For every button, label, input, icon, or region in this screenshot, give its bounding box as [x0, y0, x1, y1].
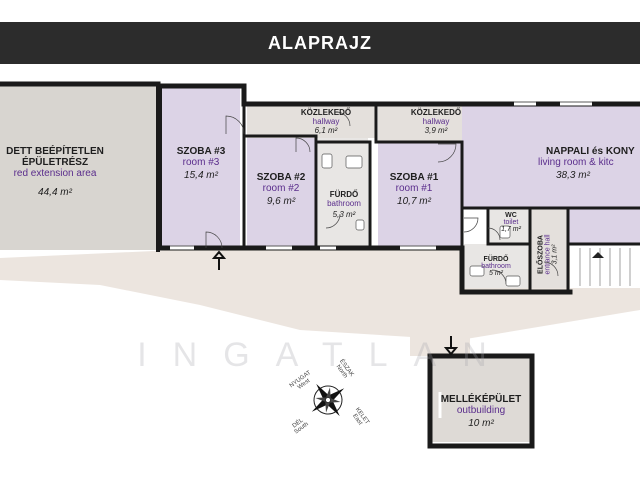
label-extension-area: 44,4 m²: [38, 187, 72, 198]
wc-floor: [490, 208, 530, 244]
living-room-floor: [462, 106, 640, 208]
label-bath-1-en: bathroom: [327, 199, 361, 208]
label-extension-hu-2: ÉPÜLETRÉSZ: [21, 157, 89, 168]
label-room-3-en: room #3: [182, 157, 220, 168]
label-bath-2: FÜRDŐ bathroom 5 m²: [466, 256, 526, 277]
label-room-2: SZOBA #2 room #2 9,6 m²: [248, 172, 314, 207]
label-entrance-hu: ELŐSZOBA: [537, 235, 545, 274]
label-wc-area: 1,7 m²: [501, 226, 521, 233]
label-hallway-2-hu: KÖZLEKEDŐ: [410, 108, 462, 117]
label-room-1-area: 10,7 m²: [397, 196, 431, 207]
label-room-3-hu: SZOBA #3: [176, 146, 226, 157]
label-extension-hu-1: DETT BEÉPÍTETLEN: [6, 146, 104, 157]
label-living-room: NAPPALI és KONY living room & kitc 38,3 …: [538, 146, 640, 181]
room-2-floor: [247, 138, 315, 246]
label-living-room-en: living room & kitc: [538, 157, 614, 168]
label-wc-en: toilet: [503, 219, 519, 226]
label-bath-1-area: 5,3 m²: [332, 210, 356, 219]
hallway-1-floor: [247, 106, 377, 138]
label-living-room-hu: NAPPALI és KONY: [546, 146, 635, 157]
label-outbuilding-area: 10 m²: [468, 418, 494, 429]
label-hallway-2-en: hallway: [422, 117, 450, 126]
label-outbuilding-hu: MELLÉKÉPÜLET: [440, 394, 522, 405]
label-entrance-area: 3,1 m²: [551, 244, 559, 265]
outbuilding-floor: [432, 358, 530, 442]
hallway-2-floor: [378, 106, 478, 142]
compass-rose: [311, 383, 345, 417]
label-room-1-hu: SZOBA #1: [389, 172, 439, 183]
label-room-3: SZOBA #3 room #3 15,4 m²: [166, 146, 236, 181]
label-entrance: ELŐSZOBA entrance hall 3,1 m²: [538, 215, 559, 295]
label-room-1-en: room #1: [395, 183, 433, 194]
stairs-arrow: [592, 252, 604, 258]
page-title: ALAPRAJZ: [267, 33, 372, 53]
label-wc: WC toilet 1,7 m²: [494, 212, 528, 233]
label-bath-2-hu: FÜRDŐ: [483, 256, 509, 263]
label-extension: DETT BEÉPÍTETLEN ÉPÜLETRÉSZ red extensio…: [0, 146, 130, 198]
label-outbuilding-en: outbuilding: [456, 405, 506, 416]
label-hallway-1-en: hallway: [312, 117, 340, 126]
label-room-2-area: 9,6 m²: [266, 196, 296, 207]
label-room-1: SZOBA #1 room #1 10,7 m²: [378, 172, 450, 207]
label-hallway-2: KÖZLEKEDŐ hallway 3,9 m²: [404, 108, 468, 135]
label-bath-1-hu: FÜRDŐ: [329, 190, 359, 199]
label-hallway-1-hu: KÖZLEKEDŐ: [300, 108, 352, 117]
stairs: [570, 244, 640, 288]
label-bath-1: FÜRDŐ bathroom 5,3 m²: [316, 190, 372, 219]
entry-arrow-house: [211, 250, 227, 270]
label-hallway-1-area: 6,1 m²: [314, 126, 338, 135]
entry-arrow-outbuilding: [443, 336, 459, 356]
title-banner: [0, 22, 640, 64]
label-room-3-area: 15,4 m²: [184, 170, 218, 181]
extension-area: [0, 86, 158, 250]
label-bath-2-area: 5 m²: [489, 270, 503, 277]
label-wc-hu: WC: [505, 212, 517, 219]
label-hallway-1: KÖZLEKEDŐ hallway 6,1 m²: [296, 108, 356, 135]
label-hallway-2-area: 3,9 m²: [424, 126, 448, 135]
label-room-2-en: room #2: [262, 183, 300, 194]
label-bath-2-en: bathroom: [481, 263, 511, 270]
label-entrance-en: entrance hall: [544, 234, 552, 275]
entrance-floor: [530, 208, 568, 288]
label-outbuilding: MELLÉKÉPÜLET outbuilding 10 m²: [432, 394, 530, 429]
label-living-room-area: 38,3 m²: [556, 170, 590, 181]
label-room-2-hu: SZOBA #2: [256, 172, 306, 183]
watermark: INGATLAN: [137, 336, 513, 374]
label-extension-en: red extension area: [13, 168, 97, 179]
room-3-floor: [162, 88, 240, 246]
